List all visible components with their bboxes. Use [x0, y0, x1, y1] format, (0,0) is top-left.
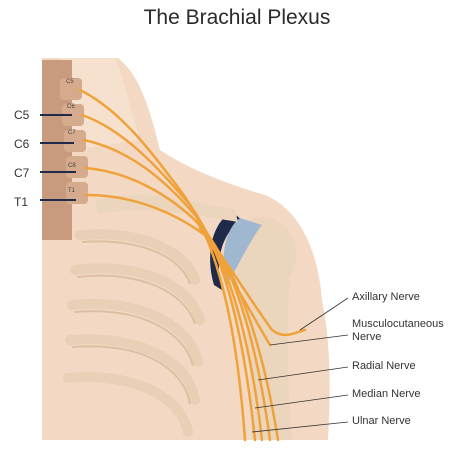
nerve-label-ulnar-text: Ulnar Nerve	[352, 415, 411, 427]
nerve-label-median-text: Median Nerve	[352, 388, 421, 400]
root-lines	[40, 114, 76, 201]
vertebra-label-c6: C6	[67, 104, 75, 110]
root-label-c7: C7	[14, 166, 30, 180]
nerve-label-ulnar: Ulnar Nerve	[352, 415, 411, 428]
glenoid-cartilage-inner	[223, 218, 262, 286]
nerve-label-musculocutaneous-line1: Musculocutaneous	[352, 318, 444, 330]
nerve-label-musculocutaneous: Musculocutaneous Nerve	[352, 318, 444, 344]
leader-lines	[251, 297, 349, 433]
nerve-label-radial: Radial Nerve	[352, 360, 416, 373]
vertebra-label-c7: C7	[68, 130, 76, 136]
nerve-label-median: Median Nerve	[352, 388, 420, 401]
diagram-title: The Brachial Plexus	[143, 6, 331, 29]
nerve-label-axillary: Axillary Nerve	[352, 291, 420, 304]
nerve-label-musculocutaneous-line2: Nerve	[352, 331, 382, 343]
vertebra-label-t1: T1	[68, 188, 76, 194]
clavicle	[95, 194, 238, 222]
rib-shadow	[71, 240, 196, 405]
vertebrae-bodies	[60, 78, 88, 204]
vertebra-label-c8: C8	[68, 163, 76, 169]
nerve-bundle	[78, 88, 307, 442]
root-label-c6: C6	[14, 137, 30, 151]
nerve-label-axillary-text: Axillary Nerve	[352, 291, 420, 303]
nerve-label-radial-text: Radial Nerve	[352, 360, 416, 372]
root-label-t1: T1	[14, 195, 29, 209]
root-label-c5: C5	[14, 108, 30, 122]
rib-cage	[63, 229, 205, 437]
vertebra-label-c5: C5	[66, 79, 74, 85]
